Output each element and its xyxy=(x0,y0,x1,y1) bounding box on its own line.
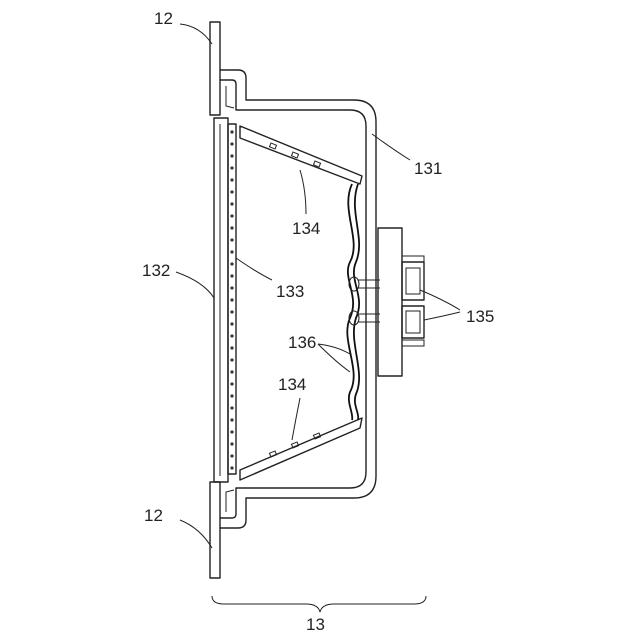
led-dot xyxy=(230,394,233,397)
label-133: 133 xyxy=(276,282,304,301)
label-13: 13 xyxy=(306,615,325,634)
led-dot xyxy=(230,322,233,325)
label-131: 131 xyxy=(414,159,442,178)
led-dot xyxy=(230,466,233,469)
led-dot xyxy=(230,214,233,217)
led-dot xyxy=(230,226,233,229)
led-dot xyxy=(230,166,233,169)
led-dot xyxy=(230,442,233,445)
led-board xyxy=(228,124,236,474)
leader-lines xyxy=(176,24,460,548)
label-132: 132 xyxy=(142,261,170,280)
front-panel xyxy=(214,118,228,482)
led-dot xyxy=(230,406,233,409)
led-dot xyxy=(230,430,233,433)
led-dot xyxy=(230,262,233,265)
led-dot xyxy=(230,130,233,133)
label-12-bottom: 12 xyxy=(144,506,163,525)
led-dot xyxy=(230,298,233,301)
led-dot xyxy=(230,358,233,361)
led-dot xyxy=(230,178,233,181)
led-dot xyxy=(230,274,233,277)
label-12-top: 12 xyxy=(154,9,173,28)
label-134-bottom: 134 xyxy=(278,375,306,394)
led-dot xyxy=(230,154,233,157)
led-dot xyxy=(230,202,233,205)
led-dot xyxy=(230,418,233,421)
led-dot xyxy=(230,334,233,337)
led-dot xyxy=(230,142,233,145)
led-dot xyxy=(230,238,233,241)
led-dot xyxy=(230,190,233,193)
label-136: 136 xyxy=(288,333,316,352)
led-dot xyxy=(230,310,233,313)
led-dot xyxy=(230,346,233,349)
led-dot xyxy=(230,382,233,385)
reference-numerals: 12 12 13 131 132 133 134 134 135 136 xyxy=(142,9,494,634)
label-134-top: 134 xyxy=(292,219,320,238)
wires xyxy=(347,184,380,420)
led-dot xyxy=(230,250,233,253)
width-brace xyxy=(212,596,426,612)
led-dot xyxy=(230,454,233,457)
label-135: 135 xyxy=(466,307,494,326)
ceiling-panel-top xyxy=(210,22,220,115)
led-dot xyxy=(230,286,233,289)
terminal-block xyxy=(378,228,424,376)
reflector-lower xyxy=(240,418,362,480)
ceiling-panel-bottom xyxy=(210,482,220,578)
led-dot xyxy=(230,370,233,373)
